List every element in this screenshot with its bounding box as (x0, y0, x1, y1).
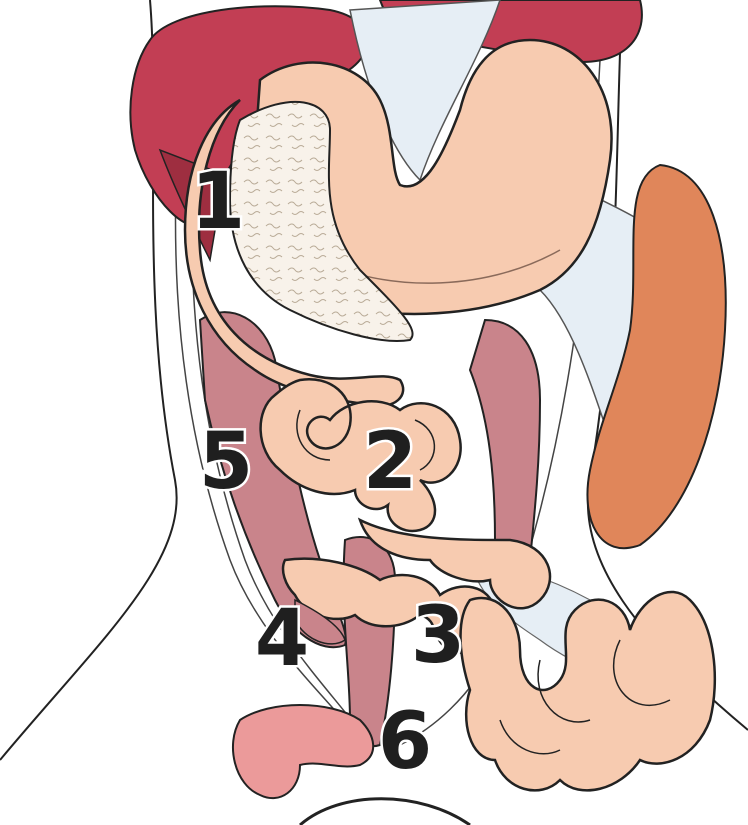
label-3: 3 (411, 591, 465, 681)
label-5: 5 (199, 417, 253, 507)
label-4: 4 (255, 594, 309, 684)
label-1: 1 (191, 157, 245, 247)
label-6: 6 (378, 697, 432, 787)
label-2: 2 (363, 417, 417, 507)
bladder (233, 705, 373, 798)
pelvis-outline (300, 799, 470, 825)
distal-loops (461, 592, 715, 790)
descending-colon (470, 320, 540, 566)
